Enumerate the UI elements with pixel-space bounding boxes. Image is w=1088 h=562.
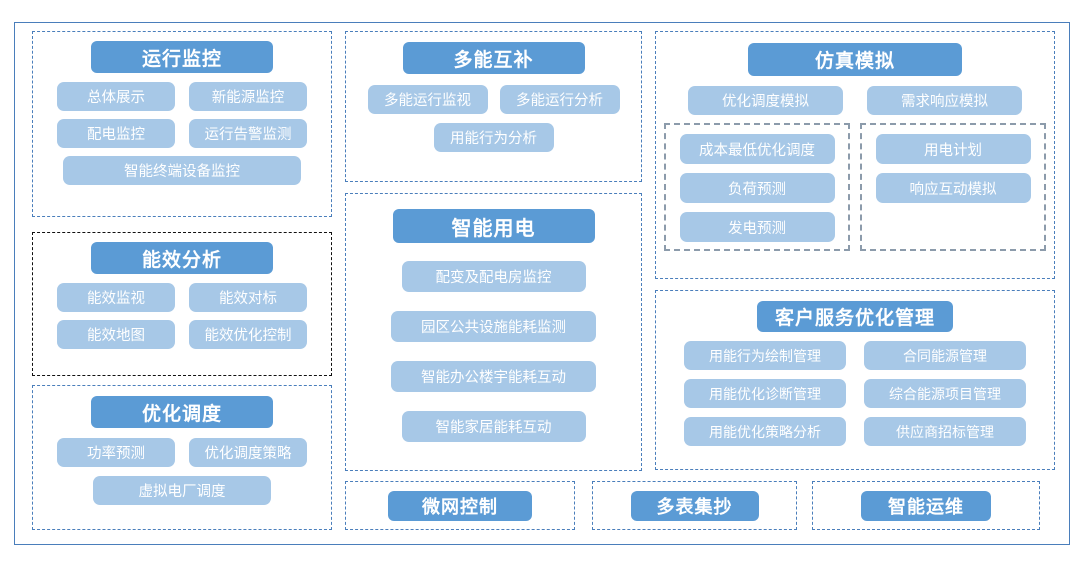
group-header-multi-energy: 多能互补 <box>402 42 585 74</box>
item-efficiency-map[interactable]: 能效地图 <box>57 320 175 349</box>
item-multi-energy-operation-analysis[interactable]: 多能运行分析 <box>499 85 620 114</box>
item-overall-display[interactable]: 总体展示 <box>57 82 175 111</box>
item-energy-optimization-diagnosis-management[interactable]: 用能优化诊断管理 <box>684 379 846 408</box>
item-optimal-dispatch-strategy[interactable]: 优化调度策略 <box>189 438 307 467</box>
item-park-public-facility-energy-monitoring[interactable]: 园区公共设施能耗监测 <box>391 311 596 342</box>
subgroup-demand-response-simulation[interactable]: 用电计划 响应互动模拟 <box>860 123 1046 251</box>
item-response-interaction-simulation[interactable]: 响应互动模拟 <box>875 173 1031 203</box>
group-header-multi-meter-reading: 多表集抄 <box>630 490 759 521</box>
chip-row: 能效监视 能效对标 <box>33 283 331 312</box>
item-energy-optimization-strategy-analysis[interactable]: 用能优化策略分析 <box>684 417 846 446</box>
group-header-simulation: 仿真模拟 <box>748 43 962 76</box>
group-header-smart-om: 智能运维 <box>861 490 991 521</box>
item-new-energy-monitoring[interactable]: 新能源监控 <box>189 82 307 111</box>
item-smart-office-building-energy-interaction[interactable]: 智能办公楼宇能耗互动 <box>391 361 596 392</box>
item-distribution-monitoring[interactable]: 配电监控 <box>57 119 175 148</box>
group-smart-electricity[interactable]: 智能用电 配变及配电房监控 园区公共设施能耗监测 智能办公楼宇能耗互动 智能家居… <box>345 193 642 471</box>
group-microgrid-control[interactable]: 微网控制 <box>345 481 575 530</box>
chip-row: 智能办公楼宇能耗互动 <box>346 361 641 392</box>
group-smart-om[interactable]: 智能运维 <box>812 481 1040 530</box>
group-header-operation-monitoring: 运行监控 <box>91 41 273 73</box>
item-multi-energy-operation-monitoring[interactable]: 多能运行监视 <box>367 85 488 114</box>
item-energy-use-behavior-analysis[interactable]: 用能行为分析 <box>433 123 554 152</box>
group-header-customer-service: 客户服务优化管理 <box>757 301 953 332</box>
item-electricity-plan[interactable]: 用电计划 <box>875 134 1031 164</box>
group-multi-energy-complementarity[interactable]: 多能互补 多能运行监视 多能运行分析 用能行为分析 <box>345 31 642 182</box>
item-smart-terminal-device-monitoring[interactable]: 智能终端设备监控 <box>63 156 301 185</box>
item-energy-behavior-mapping-management[interactable]: 用能行为绘制管理 <box>684 341 846 370</box>
chip-row: 优化调度模拟 需求响应模拟 <box>688 86 1022 115</box>
chip-row: 用能行为分析 <box>346 123 641 152</box>
item-optimal-dispatch-simulation[interactable]: 优化调度模拟 <box>688 86 843 115</box>
item-power-forecast[interactable]: 功率预测 <box>57 438 175 467</box>
chip-row: 总体展示 新能源监控 <box>33 82 331 111</box>
group-simulation[interactable]: 仿真模拟 优化调度模拟 需求响应模拟 成本最低优化调度 负荷预测 发电预测 用电… <box>655 31 1055 279</box>
group-header-smart-electricity: 智能用电 <box>392 209 595 243</box>
chip-row: 用能优化诊断管理 综合能源项目管理 <box>656 379 1054 408</box>
item-integrated-energy-project-management[interactable]: 综合能源项目管理 <box>864 379 1026 408</box>
simulation-subgroups: 成本最低优化调度 负荷预测 发电预测 用电计划 响应互动模拟 <box>656 123 1054 251</box>
chip-row: 配电监控 运行告警监测 <box>33 119 331 148</box>
group-efficiency-analysis[interactable]: 能效分析 能效监视 能效对标 能效地图 能效优化控制 <box>32 232 332 376</box>
chip-row: 虚拟电厂调度 <box>33 476 331 505</box>
item-load-forecast[interactable]: 负荷预测 <box>679 173 835 203</box>
item-efficiency-optimization-control[interactable]: 能效优化控制 <box>189 320 307 349</box>
group-header-optimal-dispatch: 优化调度 <box>91 396 273 428</box>
chip-row: 配变及配电房监控 <box>346 261 641 292</box>
group-optimal-dispatch[interactable]: 优化调度 功率预测 优化调度策略 虚拟电厂调度 <box>32 385 332 530</box>
group-customer-service-optimization[interactable]: 客户服务优化管理 用能行为绘制管理 合同能源管理 用能优化诊断管理 综合能源项目… <box>655 290 1055 470</box>
group-multi-meter-reading[interactable]: 多表集抄 <box>592 481 797 530</box>
item-generation-forecast[interactable]: 发电预测 <box>679 212 835 242</box>
chip-row: 功率预测 优化调度策略 <box>33 438 331 467</box>
group-operation-monitoring[interactable]: 运行监控 总体展示 新能源监控 配电监控 运行告警监测 智能终端设备监控 <box>32 31 332 217</box>
item-supplier-bidding-management[interactable]: 供应商招标管理 <box>864 417 1026 446</box>
item-efficiency-benchmarking[interactable]: 能效对标 <box>189 283 307 312</box>
chip-row: 多能运行监视 多能运行分析 <box>346 85 641 114</box>
item-contract-energy-management[interactable]: 合同能源管理 <box>864 341 1026 370</box>
item-operation-alarm-monitoring[interactable]: 运行告警监测 <box>189 119 307 148</box>
item-efficiency-monitoring[interactable]: 能效监视 <box>57 283 175 312</box>
group-header-microgrid-control: 微网控制 <box>388 490 532 521</box>
chip-row: 能效地图 能效优化控制 <box>33 320 331 349</box>
chip-row: 智能家居能耗互动 <box>346 411 641 442</box>
group-header-efficiency-analysis: 能效分析 <box>91 242 273 274</box>
chip-row: 智能终端设备监控 <box>33 156 331 185</box>
chip-row: 用能优化策略分析 供应商招标管理 <box>656 417 1054 446</box>
chip-row: 用能行为绘制管理 合同能源管理 <box>656 341 1054 370</box>
diagram-outer-frame <box>14 22 1070 545</box>
chip-row: 园区公共设施能耗监测 <box>346 311 641 342</box>
item-smart-home-energy-interaction[interactable]: 智能家居能耗互动 <box>401 411 586 442</box>
item-lowest-cost-optimal-dispatch[interactable]: 成本最低优化调度 <box>679 134 835 164</box>
item-demand-response-simulation[interactable]: 需求响应模拟 <box>867 86 1022 115</box>
item-virtual-power-plant-dispatch[interactable]: 虚拟电厂调度 <box>93 476 271 505</box>
subgroup-dispatch-simulation[interactable]: 成本最低优化调度 负荷预测 发电预测 <box>664 123 850 251</box>
item-transformer-substation-monitoring[interactable]: 配变及配电房监控 <box>401 261 586 292</box>
